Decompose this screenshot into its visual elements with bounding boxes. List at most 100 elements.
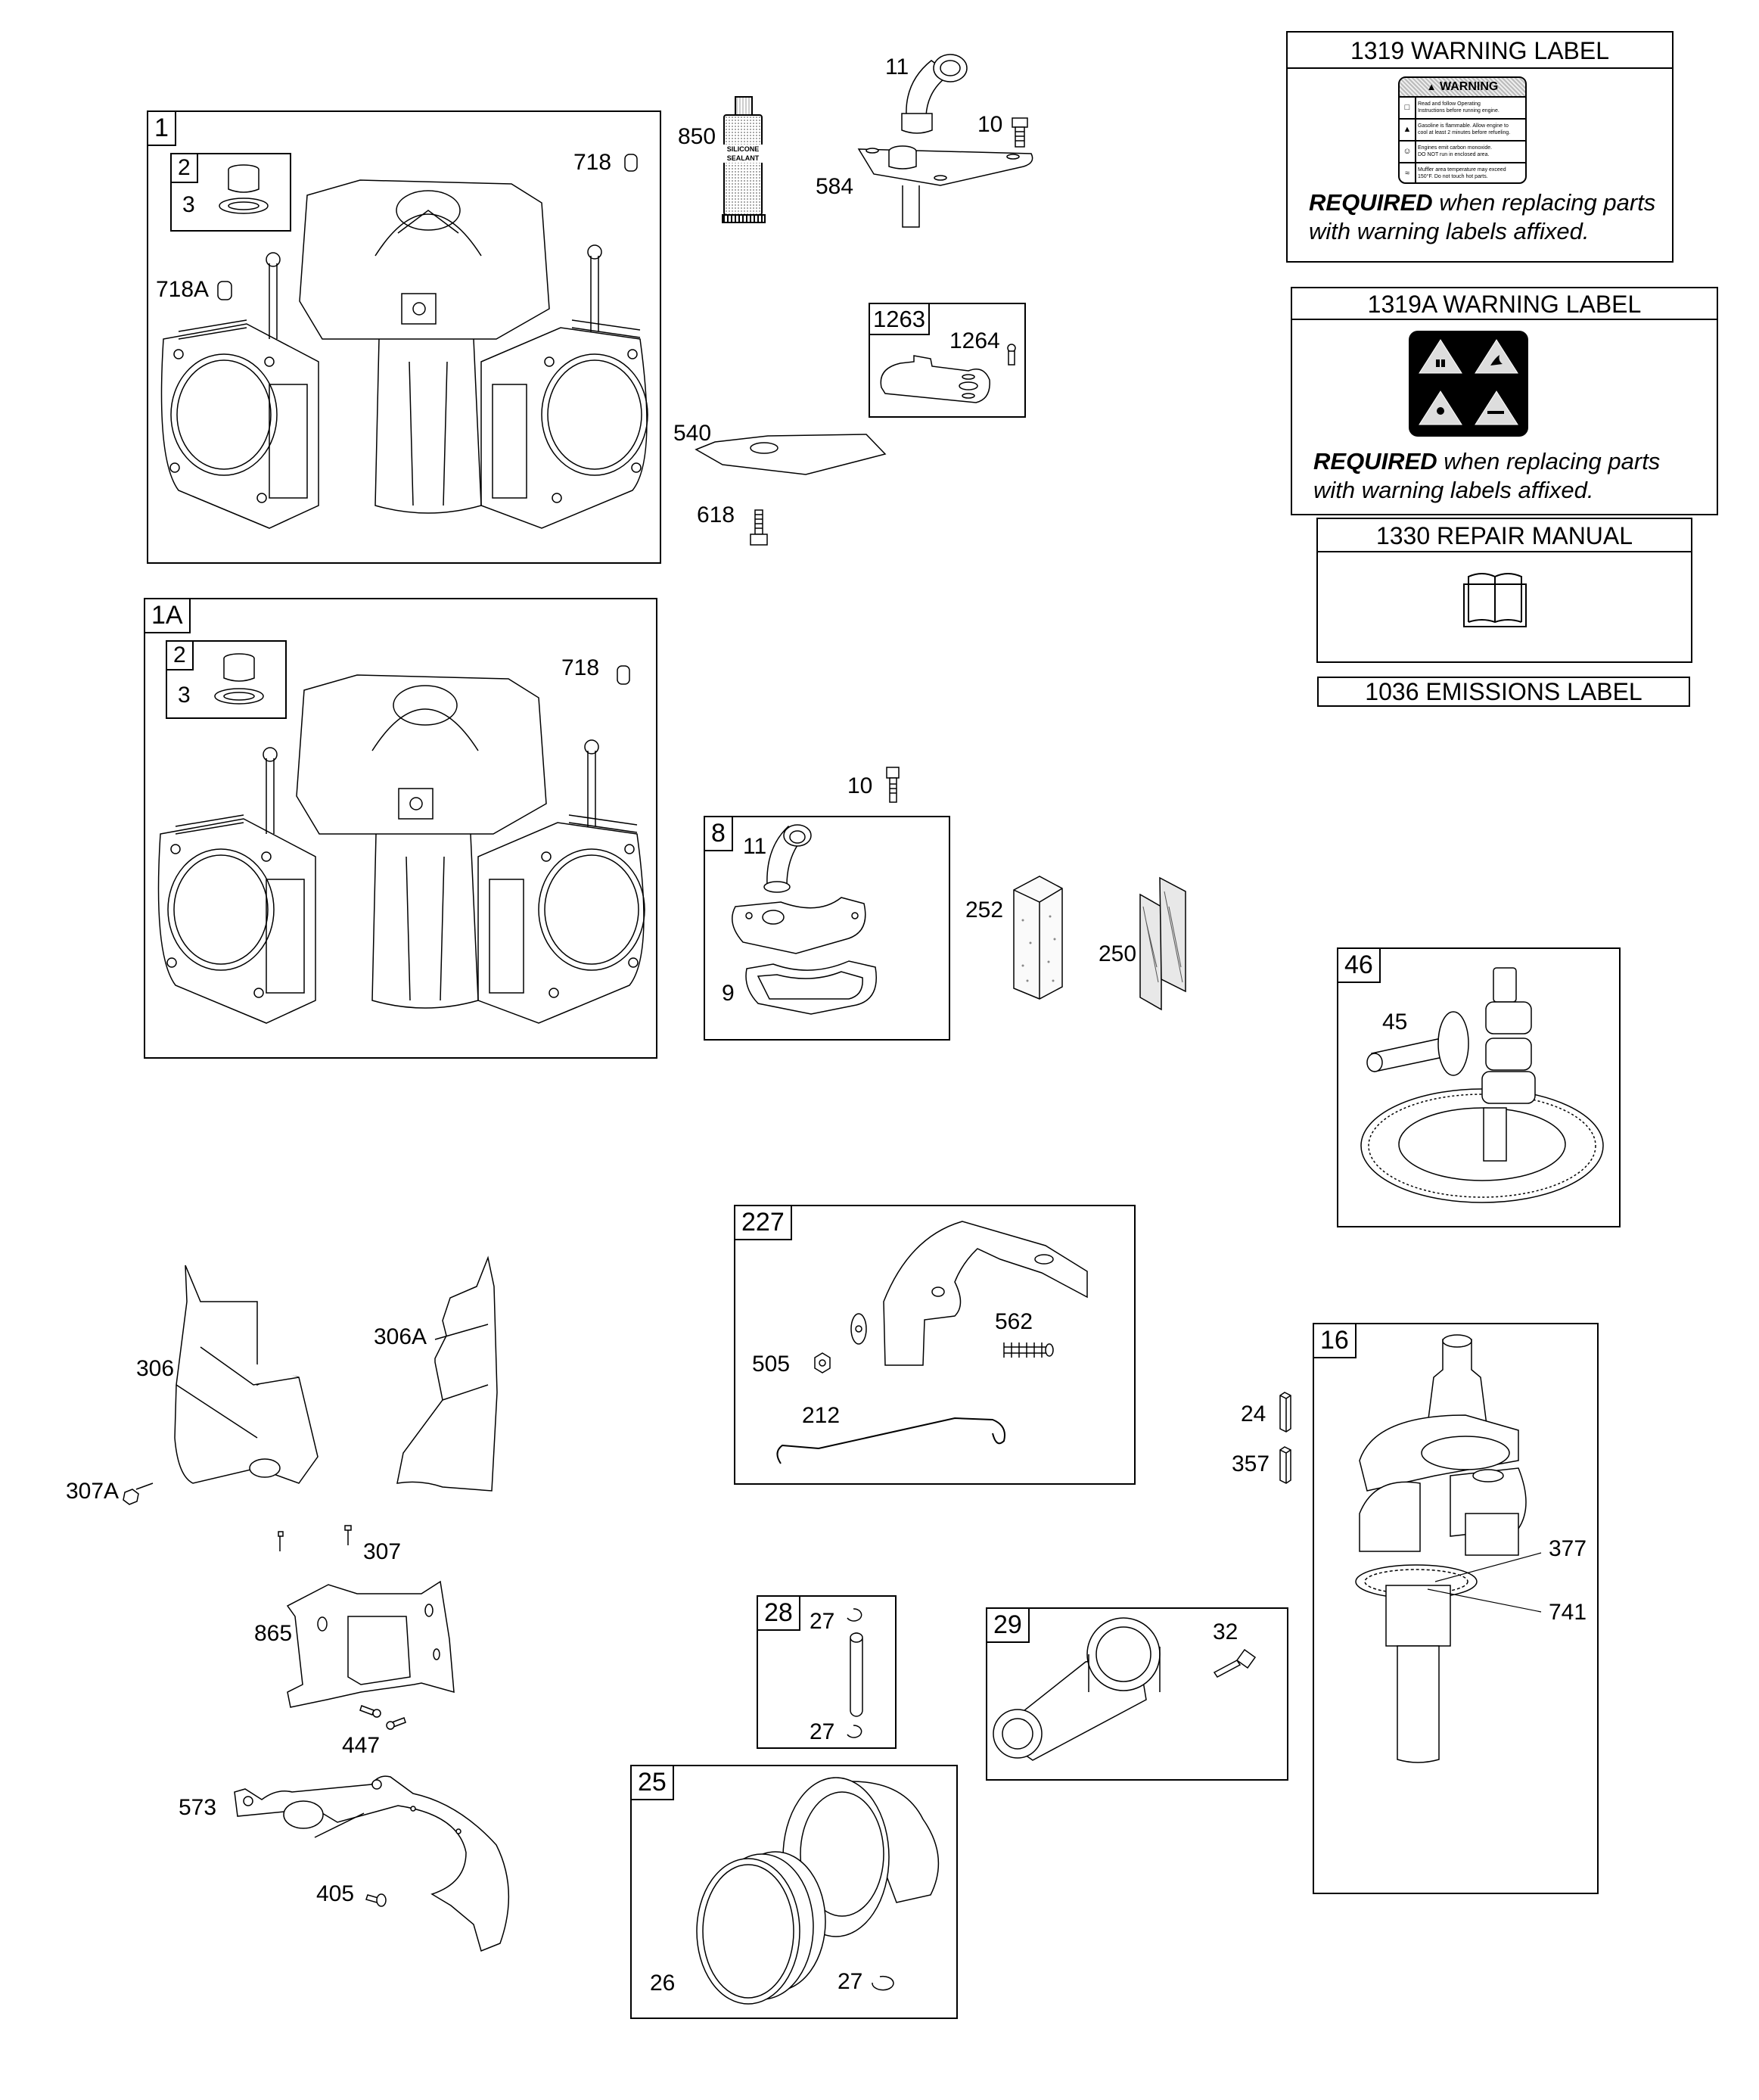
part-callout-562: 562 bbox=[995, 1309, 1033, 1334]
cylinder-shroud-drawing bbox=[53, 1256, 522, 1551]
piston-pin-drawing bbox=[758, 1597, 898, 1750]
gasket-icon bbox=[692, 433, 897, 486]
cylinder-block-drawing bbox=[145, 599, 659, 1060]
pictogram-decal bbox=[1409, 331, 1528, 437]
part-callout-45: 45 bbox=[1382, 1010, 1408, 1034]
part-callout-252: 252 bbox=[965, 898, 1004, 922]
part-number-tag: 1263 bbox=[869, 303, 930, 335]
governor-lever-box-227: 227 505 562 212 bbox=[734, 1205, 1136, 1485]
decal-text: cool at least 2 minutes before refueling… bbox=[1418, 130, 1511, 135]
part-callout-212: 212 bbox=[802, 1403, 841, 1428]
part-callout-26: 26 bbox=[650, 1971, 676, 1996]
part-callout-357: 357 bbox=[1232, 1451, 1270, 1476]
warning-decal-row-fire: ▲ Gasoline is flammable. Allow engine to… bbox=[1400, 120, 1525, 142]
decal-text: DO NOT run in enclosed area. bbox=[1418, 152, 1490, 157]
cylinder-block-box-1a: 1A 2 3 bbox=[144, 598, 657, 1059]
part-callout-718: 718 bbox=[573, 150, 612, 175]
part-callout-447: 447 bbox=[342, 1733, 381, 1758]
connecting-rod-box-29: 29 32 bbox=[986, 1607, 1288, 1781]
part-callout-27: 27 bbox=[810, 1609, 835, 1634]
part-number-tag: 1A bbox=[144, 598, 191, 633]
sealant-text: SILICONE SEALANT bbox=[723, 145, 763, 163]
part-callout-10: 10 bbox=[977, 112, 1003, 137]
part-callout-24: 24 bbox=[1241, 1402, 1266, 1426]
key-icon bbox=[1279, 1391, 1294, 1433]
warning-decal-header: ▲ WARNING bbox=[1400, 78, 1525, 98]
part-number-tag: 25 bbox=[630, 1765, 674, 1800]
part-callout-32: 32 bbox=[1213, 1619, 1238, 1644]
manual-icon: □ bbox=[1400, 98, 1416, 118]
camshaft-drawing bbox=[1338, 949, 1622, 1229]
dowel-pin-icon bbox=[216, 280, 233, 301]
required-note: REQUIRED when replacing parts with warni… bbox=[1309, 188, 1655, 246]
bushing-and-seal-icon bbox=[167, 642, 288, 720]
book-icon bbox=[1462, 568, 1530, 628]
required-text-2: with warning labels affixed. bbox=[1309, 218, 1590, 244]
screw-icon bbox=[1005, 344, 1020, 368]
part-callout-573: 573 bbox=[179, 1795, 217, 1820]
part-callout-618: 618 bbox=[697, 502, 735, 527]
piston-box-25: 25 26 27 bbox=[630, 1765, 958, 2019]
decal-text: 150°F. Do not touch hot parts. bbox=[1418, 174, 1488, 179]
breather-assembly-drawing bbox=[705, 817, 952, 1042]
required-text-2: with warning labels affixed. bbox=[1313, 477, 1594, 503]
required-text-1: when replacing parts bbox=[1432, 189, 1656, 216]
mesh-filter-icon bbox=[1139, 876, 1189, 1013]
warning-label-1319a-title: 1319A WARNING LABEL bbox=[1292, 288, 1717, 320]
part-number-tag: 28 bbox=[757, 1595, 800, 1631]
part-number-tag: 2 bbox=[166, 640, 194, 670]
foam-filter-icon bbox=[1012, 875, 1065, 1003]
repair-manual-panel: 1330 REPAIR MANUAL bbox=[1316, 518, 1692, 663]
hot-surface-icon: ≈ bbox=[1400, 163, 1416, 182]
exhaust-person-icon: ☺ bbox=[1400, 142, 1416, 162]
governor-arm-box-1263: 1263 1264 bbox=[869, 303, 1026, 418]
decal-text: Engines emit carbon monoxide. bbox=[1418, 145, 1493, 151]
screw-icon bbox=[366, 1889, 389, 1909]
sealant-text-line: SEALANT bbox=[726, 154, 760, 162]
part-number-tag: 8 bbox=[704, 816, 733, 851]
part-number-tag: 29 bbox=[986, 1607, 1030, 1643]
part-callout-27: 27 bbox=[810, 1719, 835, 1744]
piston-pin-box-28: 28 27 27 bbox=[757, 1595, 897, 1749]
decal-text: Instructions before running engine. bbox=[1418, 108, 1500, 114]
baffle-plate-icon bbox=[281, 1579, 478, 1715]
part-callout-405: 405 bbox=[316, 1881, 355, 1906]
dowel-pin-icon bbox=[623, 153, 639, 173]
part-number-tag: 227 bbox=[734, 1205, 792, 1240]
breather-assembly-box-8: 8 11 9 bbox=[704, 816, 950, 1041]
key-icon bbox=[1279, 1445, 1294, 1485]
part-callout-3: 3 bbox=[182, 192, 195, 217]
sealant-text-line: SILICONE bbox=[726, 145, 760, 153]
crankshaft-box-16: 16 377 741 bbox=[1313, 1323, 1599, 1894]
part-callout-306a: 306A bbox=[374, 1324, 427, 1349]
bolt-icon bbox=[884, 766, 903, 805]
cylinder-block-drawing bbox=[148, 112, 663, 565]
part-callout-584: 584 bbox=[816, 174, 854, 199]
part-callout-306: 306 bbox=[136, 1356, 175, 1381]
piston-and-rings-drawing bbox=[632, 1766, 959, 2021]
part-callout-9: 9 bbox=[722, 981, 735, 1006]
warning-label-1319a-panel: 1319A WARNING LABEL REQUIRED when replac… bbox=[1291, 287, 1718, 515]
camshaft-box-46: 46 45 bbox=[1337, 947, 1621, 1227]
warning-decal-heading: WARNING bbox=[1440, 80, 1499, 93]
read-manual-pictogram-icon bbox=[1419, 340, 1462, 373]
part-number-tag: 1 bbox=[147, 110, 176, 146]
hot-surface-pictogram-icon bbox=[1475, 391, 1518, 425]
emissions-label-panel: 1036 EMISSIONS LABEL bbox=[1317, 677, 1690, 707]
dowel-pin-icon bbox=[616, 664, 631, 686]
part-number-tag: 46 bbox=[1337, 947, 1381, 983]
part-number-tag: 2 bbox=[170, 153, 198, 183]
part-callout-11: 11 bbox=[743, 834, 767, 859]
part-callout-540: 540 bbox=[673, 421, 712, 446]
part-callout-1264: 1264 bbox=[949, 328, 1000, 353]
decal-text: Read and follow Operating bbox=[1418, 101, 1481, 107]
part-callout-11: 11 bbox=[885, 54, 909, 79]
part-callout-307a: 307A bbox=[66, 1479, 120, 1504]
part-callout-505: 505 bbox=[752, 1352, 791, 1377]
bolt-icon bbox=[1009, 114, 1032, 151]
part-callout-27: 27 bbox=[838, 1969, 863, 1994]
silicone-sealant-tube: SILICONE SEALANT bbox=[722, 96, 766, 231]
required-bold: REQUIRED bbox=[1309, 189, 1433, 216]
